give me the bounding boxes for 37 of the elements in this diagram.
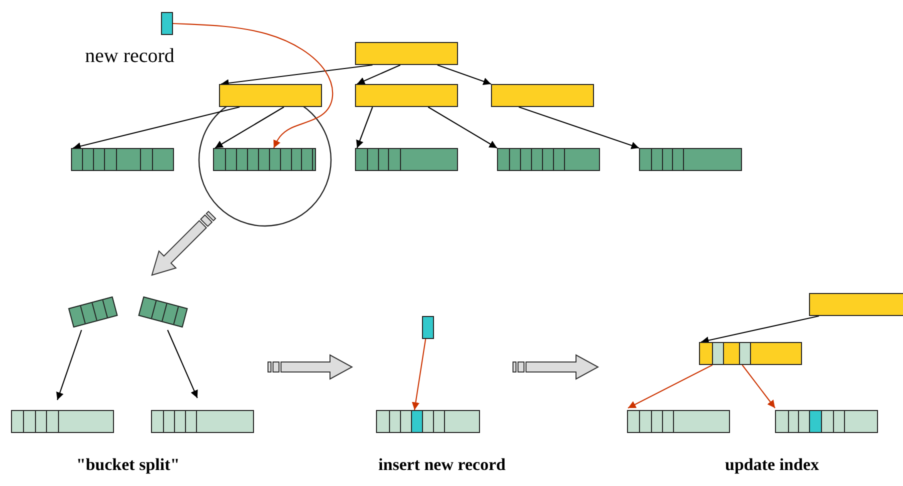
insert-arrow: [628, 364, 713, 408]
pointer-arrow: [167, 330, 198, 398]
insert-arrow: [172, 22, 334, 148]
index-block: [355, 84, 458, 107]
bucket-block: [627, 410, 730, 433]
index-block: [809, 293, 903, 316]
step-caption: "bucket split": [76, 455, 180, 475]
bucket-block: [11, 410, 114, 433]
pointer-arrow: [437, 64, 492, 86]
step-caption: insert new record: [378, 455, 506, 475]
index-block: [491, 84, 594, 107]
bucket-block: [355, 148, 458, 171]
bucket-block: [151, 410, 254, 433]
index-block: [699, 342, 802, 365]
pointer-arrow: [518, 106, 640, 150]
record-block: [422, 316, 434, 339]
pointer-arrow: [356, 64, 401, 84]
bucket-block: [376, 410, 480, 433]
insert-arrow: [742, 364, 776, 408]
bucket-block: [639, 148, 742, 171]
pointer-arrow: [72, 106, 240, 150]
pointer-arrow: [56, 330, 82, 400]
node-caption: new record: [85, 45, 174, 68]
pointer-arrow: [428, 106, 498, 148]
pointer-arrow: [221, 64, 373, 87]
insert-arrow: [412, 338, 426, 410]
bucket-block: [497, 148, 600, 171]
pointer-arrow: [214, 106, 284, 148]
pointer-arrow: [356, 106, 374, 148]
pointer-arrow: [700, 315, 820, 344]
bucket-block: [213, 148, 316, 171]
step-caption: update index: [725, 455, 819, 475]
index-block: [219, 84, 322, 107]
bucket-block: [71, 148, 174, 171]
bucket-block: [775, 410, 878, 433]
index-block: [355, 42, 458, 65]
record-block: [161, 12, 173, 35]
